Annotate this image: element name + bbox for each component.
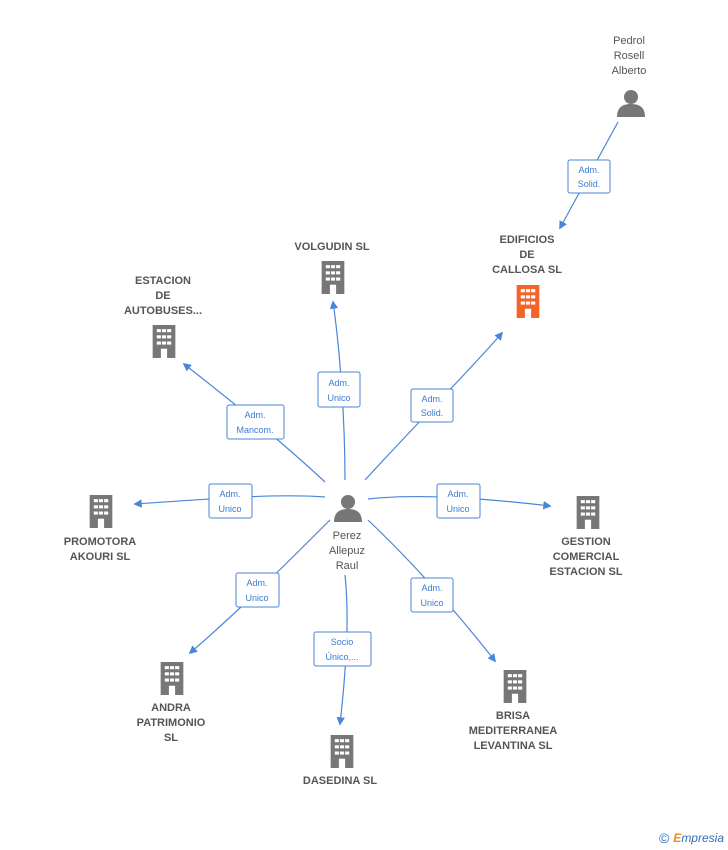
node-andra[interactable]: ANDRA PATRIMONIO SL bbox=[137, 662, 206, 744]
svg-text:Unico: Unico bbox=[420, 598, 443, 608]
person-icon bbox=[617, 90, 645, 117]
svg-text:ESTACION: ESTACION bbox=[135, 275, 191, 287]
node-volgudin[interactable]: VOLGUDIN SL bbox=[294, 241, 370, 294]
edge-label-andra[interactable]: Adm. Unico bbox=[235, 572, 280, 608]
svg-text:DE: DE bbox=[519, 249, 534, 261]
nodes: Pedrol Rosell Alberto EDIFICIOS DE CALLO… bbox=[64, 35, 647, 787]
svg-text:VOLGUDIN SL: VOLGUDIN SL bbox=[294, 241, 369, 253]
svg-text:ANDRA: ANDRA bbox=[151, 702, 191, 714]
edge-label-edificios[interactable]: Adm. Solid. bbox=[410, 388, 454, 423]
edge-label-gestion[interactable]: Adm. Unico bbox=[436, 483, 481, 519]
svg-text:Adm.: Adm. bbox=[421, 583, 442, 593]
svg-text:Unico: Unico bbox=[245, 593, 268, 603]
building-icon bbox=[330, 735, 354, 768]
svg-text:Adm.: Adm. bbox=[219, 489, 240, 499]
svg-text:Adm.: Adm. bbox=[421, 394, 442, 404]
svg-text:Socio: Socio bbox=[331, 637, 354, 647]
svg-text:Adm.: Adm. bbox=[246, 578, 267, 588]
node-dasedina[interactable]: DASEDINA SL bbox=[303, 735, 377, 787]
svg-text:Alberto: Alberto bbox=[612, 65, 647, 77]
edge-label-dasedina[interactable]: Socio Único,... bbox=[313, 631, 372, 667]
svg-text:PATRIMONIO: PATRIMONIO bbox=[137, 717, 206, 729]
svg-text:Solid.: Solid. bbox=[421, 408, 444, 418]
svg-text:Único,...: Único,... bbox=[325, 652, 358, 662]
svg-text:SL: SL bbox=[164, 732, 178, 744]
svg-text:AUTOBUSES...: AUTOBUSES... bbox=[124, 305, 202, 317]
brand-logo[interactable]: Empresia bbox=[673, 831, 724, 845]
svg-text:Adm.: Adm. bbox=[578, 165, 599, 175]
building-icon bbox=[152, 325, 176, 358]
svg-text:Unico: Unico bbox=[327, 393, 350, 403]
building-icon bbox=[89, 495, 113, 528]
edge-label-brisa[interactable]: Adm. Unico bbox=[410, 577, 454, 613]
node-pedrol[interactable]: Pedrol Rosell Alberto bbox=[612, 35, 647, 117]
svg-text:DASEDINA SL: DASEDINA SL bbox=[303, 775, 377, 787]
svg-text:Allepuz: Allepuz bbox=[329, 545, 365, 557]
edge-label-estacion[interactable]: Adm. Mancom. bbox=[226, 404, 285, 440]
svg-text:PROMOTORA: PROMOTORA bbox=[64, 536, 137, 548]
building-icon bbox=[321, 261, 345, 294]
svg-text:Unico: Unico bbox=[218, 504, 241, 514]
svg-text:Rosell: Rosell bbox=[614, 50, 645, 62]
node-estacion[interactable]: ESTACION DE AUTOBUSES... bbox=[124, 275, 202, 358]
svg-text:BRISA: BRISA bbox=[496, 710, 530, 722]
node-center[interactable]: Perez Allepuz Raul bbox=[329, 495, 365, 572]
edge-label-promotora[interactable]: Adm. Unico bbox=[208, 483, 253, 519]
building-icon bbox=[160, 662, 184, 695]
svg-text:Mancom.: Mancom. bbox=[236, 425, 273, 435]
edge-labels: Adm. Solid. Adm. Solid. Adm. Unico Adm. … bbox=[208, 159, 611, 667]
edge-label-volgudin[interactable]: Adm. Unico bbox=[317, 371, 361, 408]
svg-text:Unico: Unico bbox=[446, 504, 469, 514]
svg-text:Perez: Perez bbox=[333, 530, 362, 542]
svg-text:Solid.: Solid. bbox=[578, 179, 601, 189]
svg-text:MEDITERRANEA: MEDITERRANEA bbox=[469, 725, 558, 737]
svg-text:DE: DE bbox=[155, 290, 170, 302]
node-promotora[interactable]: PROMOTORA AKOURI SL bbox=[64, 495, 137, 563]
svg-text:GESTION: GESTION bbox=[561, 536, 611, 548]
building-icon bbox=[503, 670, 527, 703]
svg-text:COMERCIAL: COMERCIAL bbox=[553, 551, 620, 563]
node-gestion[interactable]: GESTION COMERCIAL ESTACION SL bbox=[549, 496, 623, 578]
node-brisa[interactable]: BRISA MEDITERRANEA LEVANTINA SL bbox=[469, 670, 558, 752]
svg-text:Adm.: Adm. bbox=[244, 410, 265, 420]
svg-text:LEVANTINA SL: LEVANTINA SL bbox=[474, 740, 553, 752]
svg-text:EDIFICIOS: EDIFICIOS bbox=[499, 234, 554, 246]
svg-text:ESTACION SL: ESTACION SL bbox=[549, 566, 622, 578]
svg-text:AKOURI SL: AKOURI SL bbox=[70, 551, 131, 563]
svg-text:Adm.: Adm. bbox=[328, 378, 349, 388]
node-edificios[interactable]: EDIFICIOS DE CALLOSA SL bbox=[492, 234, 562, 318]
edges bbox=[133, 121, 619, 726]
svg-text:CALLOSA SL: CALLOSA SL bbox=[492, 264, 562, 276]
footer-branding: © Empresia bbox=[659, 830, 724, 846]
svg-text:Adm.: Adm. bbox=[447, 489, 468, 499]
copyright-icon: © bbox=[658, 830, 670, 846]
building-icon bbox=[576, 496, 600, 529]
svg-text:Raul: Raul bbox=[336, 560, 359, 572]
person-icon bbox=[334, 495, 362, 522]
edge-label-pedrol[interactable]: Adm. Solid. bbox=[567, 159, 611, 194]
building-icon bbox=[516, 285, 540, 318]
svg-text:Pedrol: Pedrol bbox=[613, 35, 645, 47]
